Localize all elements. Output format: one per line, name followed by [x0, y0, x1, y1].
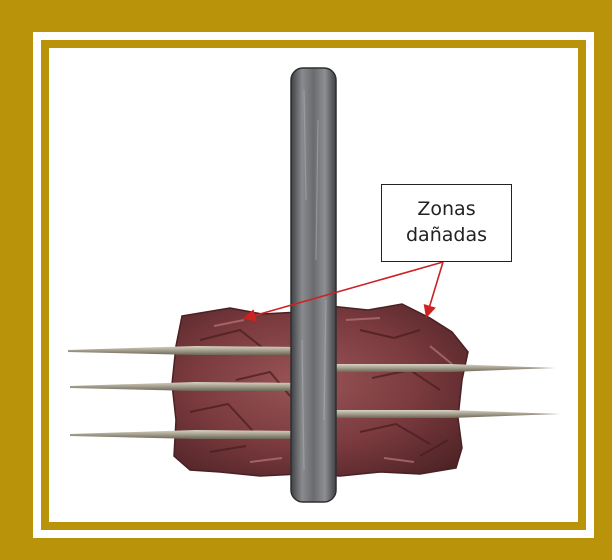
callout-line-1: Zonas — [417, 197, 475, 223]
damaged-zones-label: Zonas dañadas — [381, 184, 512, 262]
callout-line-2: dañadas — [406, 223, 487, 249]
steel-bar-icon — [291, 68, 336, 502]
